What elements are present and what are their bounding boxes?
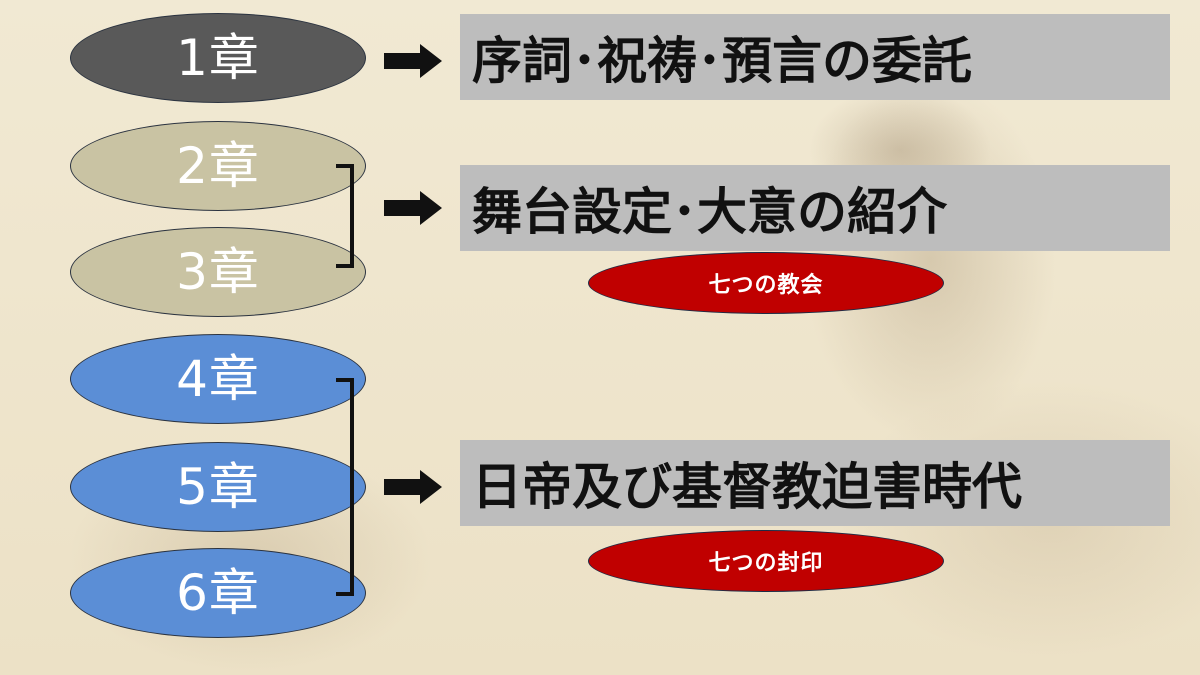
sub-pill-seven-churches: 七つの教会 bbox=[588, 252, 944, 314]
sub-label-seven-seals: 七つの封印 bbox=[708, 551, 824, 576]
arrow-right-icon bbox=[384, 44, 442, 78]
chapter-label-5: 5章 bbox=[176, 458, 260, 516]
arrow-right-icon bbox=[384, 470, 442, 504]
topic-box-3: 日帝及び基督教迫害時代 bbox=[460, 440, 1170, 526]
bracket-chapters-4-6 bbox=[336, 378, 354, 596]
chapter-oval-4: 4章 bbox=[70, 334, 366, 424]
arrow-right-icon bbox=[384, 191, 442, 225]
chapter-label-1: 1章 bbox=[176, 29, 260, 87]
bracket-chapters-2-3 bbox=[336, 164, 354, 268]
chapter-label-2: 2章 bbox=[176, 137, 260, 195]
topic-label-3: 日帝及び基督教迫害時代 bbox=[472, 458, 1022, 516]
chapter-oval-2: 2章 bbox=[70, 121, 366, 211]
chapter-label-6: 6章 bbox=[176, 564, 260, 622]
topic-label-1: 序詞･祝祷･預言の委託 bbox=[472, 32, 972, 90]
chapter-label-4: 4章 bbox=[176, 350, 260, 408]
chapter-oval-5: 5章 bbox=[70, 442, 366, 532]
topic-box-2: 舞台設定･大意の紹介 bbox=[460, 165, 1170, 251]
chapter-oval-3: 3章 bbox=[70, 227, 366, 317]
topic-box-1: 序詞･祝祷･預言の委託 bbox=[460, 14, 1170, 100]
chapter-oval-6: 6章 bbox=[70, 548, 366, 638]
chapter-label-3: 3章 bbox=[176, 243, 260, 301]
sub-label-seven-churches: 七つの教会 bbox=[708, 273, 824, 298]
topic-label-2: 舞台設定･大意の紹介 bbox=[472, 183, 947, 241]
chapter-oval-1: 1章 bbox=[70, 13, 366, 103]
sub-pill-seven-seals: 七つの封印 bbox=[588, 530, 944, 592]
